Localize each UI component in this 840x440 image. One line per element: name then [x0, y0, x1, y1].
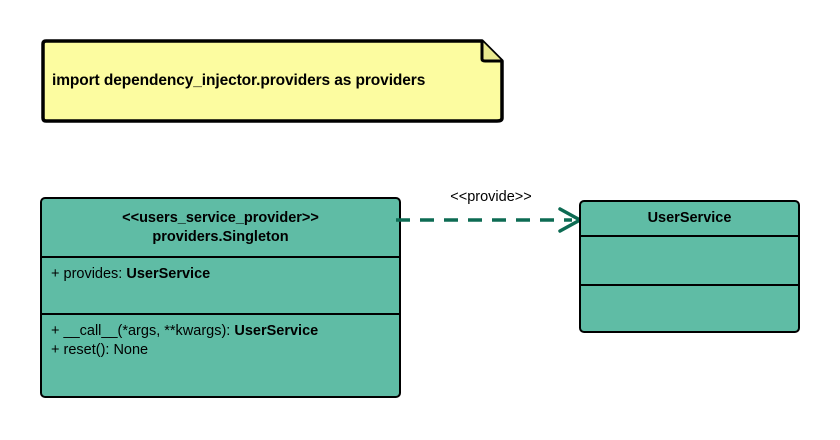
class-name: providers.Singleton [152, 228, 289, 245]
method-label: reset(): None [63, 342, 149, 359]
class-box-userservice[interactable]: UserService [579, 200, 800, 333]
method-visibility: + [51, 323, 60, 339]
class-stereotype: <<users_service_provider>> [122, 210, 319, 227]
class-methods-userservice [581, 284, 798, 330]
class-methods-provider: + __call__(*args, **kwargs): UserService… [42, 313, 399, 395]
method-label: __call__(*args, **kwargs): [63, 323, 235, 339]
method-return-type: UserService [234, 323, 319, 339]
class-header-userservice: UserService [581, 202, 798, 235]
import-note-text: import dependency_injector.providers as … [52, 72, 426, 89]
attribute-row: + provides: UserService [51, 265, 390, 284]
method-row: + __call__(*args, **kwargs): UserService [51, 322, 390, 341]
import-note: import dependency_injector.providers as … [40, 38, 505, 124]
class-box-users-service-provider[interactable]: <<users_service_provider>> providers.Sin… [40, 197, 401, 398]
note-shape-icon [41, 39, 504, 123]
class-name: UserService [647, 210, 732, 227]
class-attributes-userservice [581, 235, 798, 284]
attribute-visibility: + [51, 266, 60, 282]
class-attributes-provider: + provides: UserService [42, 256, 399, 313]
method-visibility: + [51, 342, 60, 359]
class-header-provider: <<users_service_provider>> providers.Sin… [42, 199, 399, 256]
attribute-type: UserService [126, 266, 211, 282]
method-row: + reset(): None [51, 341, 390, 360]
dependency-label: <<provide>> [450, 189, 532, 205]
attribute-label: provides: [63, 266, 127, 282]
